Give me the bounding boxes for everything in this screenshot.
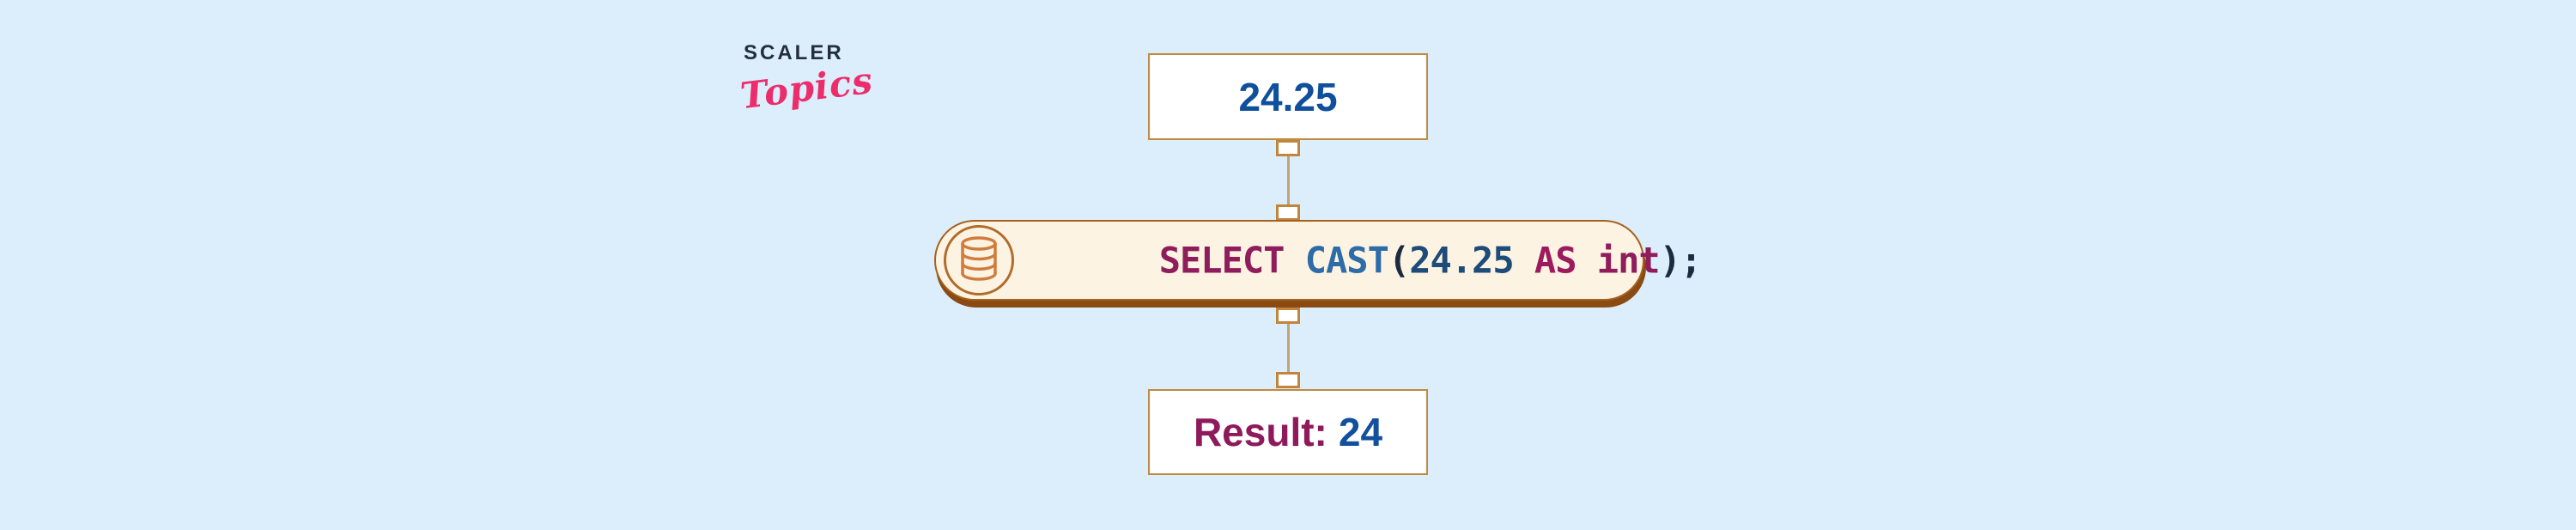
logo-script-text: Topics <box>738 58 876 118</box>
sql-token-select: SELECT <box>1158 239 1305 282</box>
result-value: 24 <box>1338 410 1383 454</box>
connector-port-pill-bottom <box>1276 308 1300 324</box>
database-icon <box>959 235 999 285</box>
result-box: Result: 24 <box>1148 389 1428 475</box>
logo-wordmark: SCALER <box>744 41 844 64</box>
sql-token-close-semi: ); <box>1659 239 1703 282</box>
connector-port-result-top <box>1276 372 1300 388</box>
scaler-topics-logo: SCALER Topics <box>738 41 881 117</box>
input-value-box: 24.25 <box>1148 53 1428 140</box>
input-value-text: 24.25 <box>1238 74 1338 119</box>
result-label: Result: <box>1193 410 1327 454</box>
sql-token-cast: CAST <box>1304 239 1389 282</box>
connector-port-input-bottom <box>1276 140 1300 156</box>
database-icon-circle <box>944 225 1014 295</box>
sql-token-number: 24.25 <box>1409 239 1514 282</box>
sql-token-open-paren: ( <box>1388 239 1410 282</box>
connector-port-pill-top <box>1276 204 1300 221</box>
sql-token-int: int <box>1596 239 1661 282</box>
sql-token-as: AS <box>1513 239 1597 282</box>
sql-query-pill: SELECT CAST(24.25 AS int); <box>934 220 1702 301</box>
sql-query-text: SELECT CAST(24.25 AS int); <box>1034 198 1703 324</box>
connector-line-bottom <box>1287 308 1290 388</box>
connector-line-top <box>1287 142 1290 221</box>
